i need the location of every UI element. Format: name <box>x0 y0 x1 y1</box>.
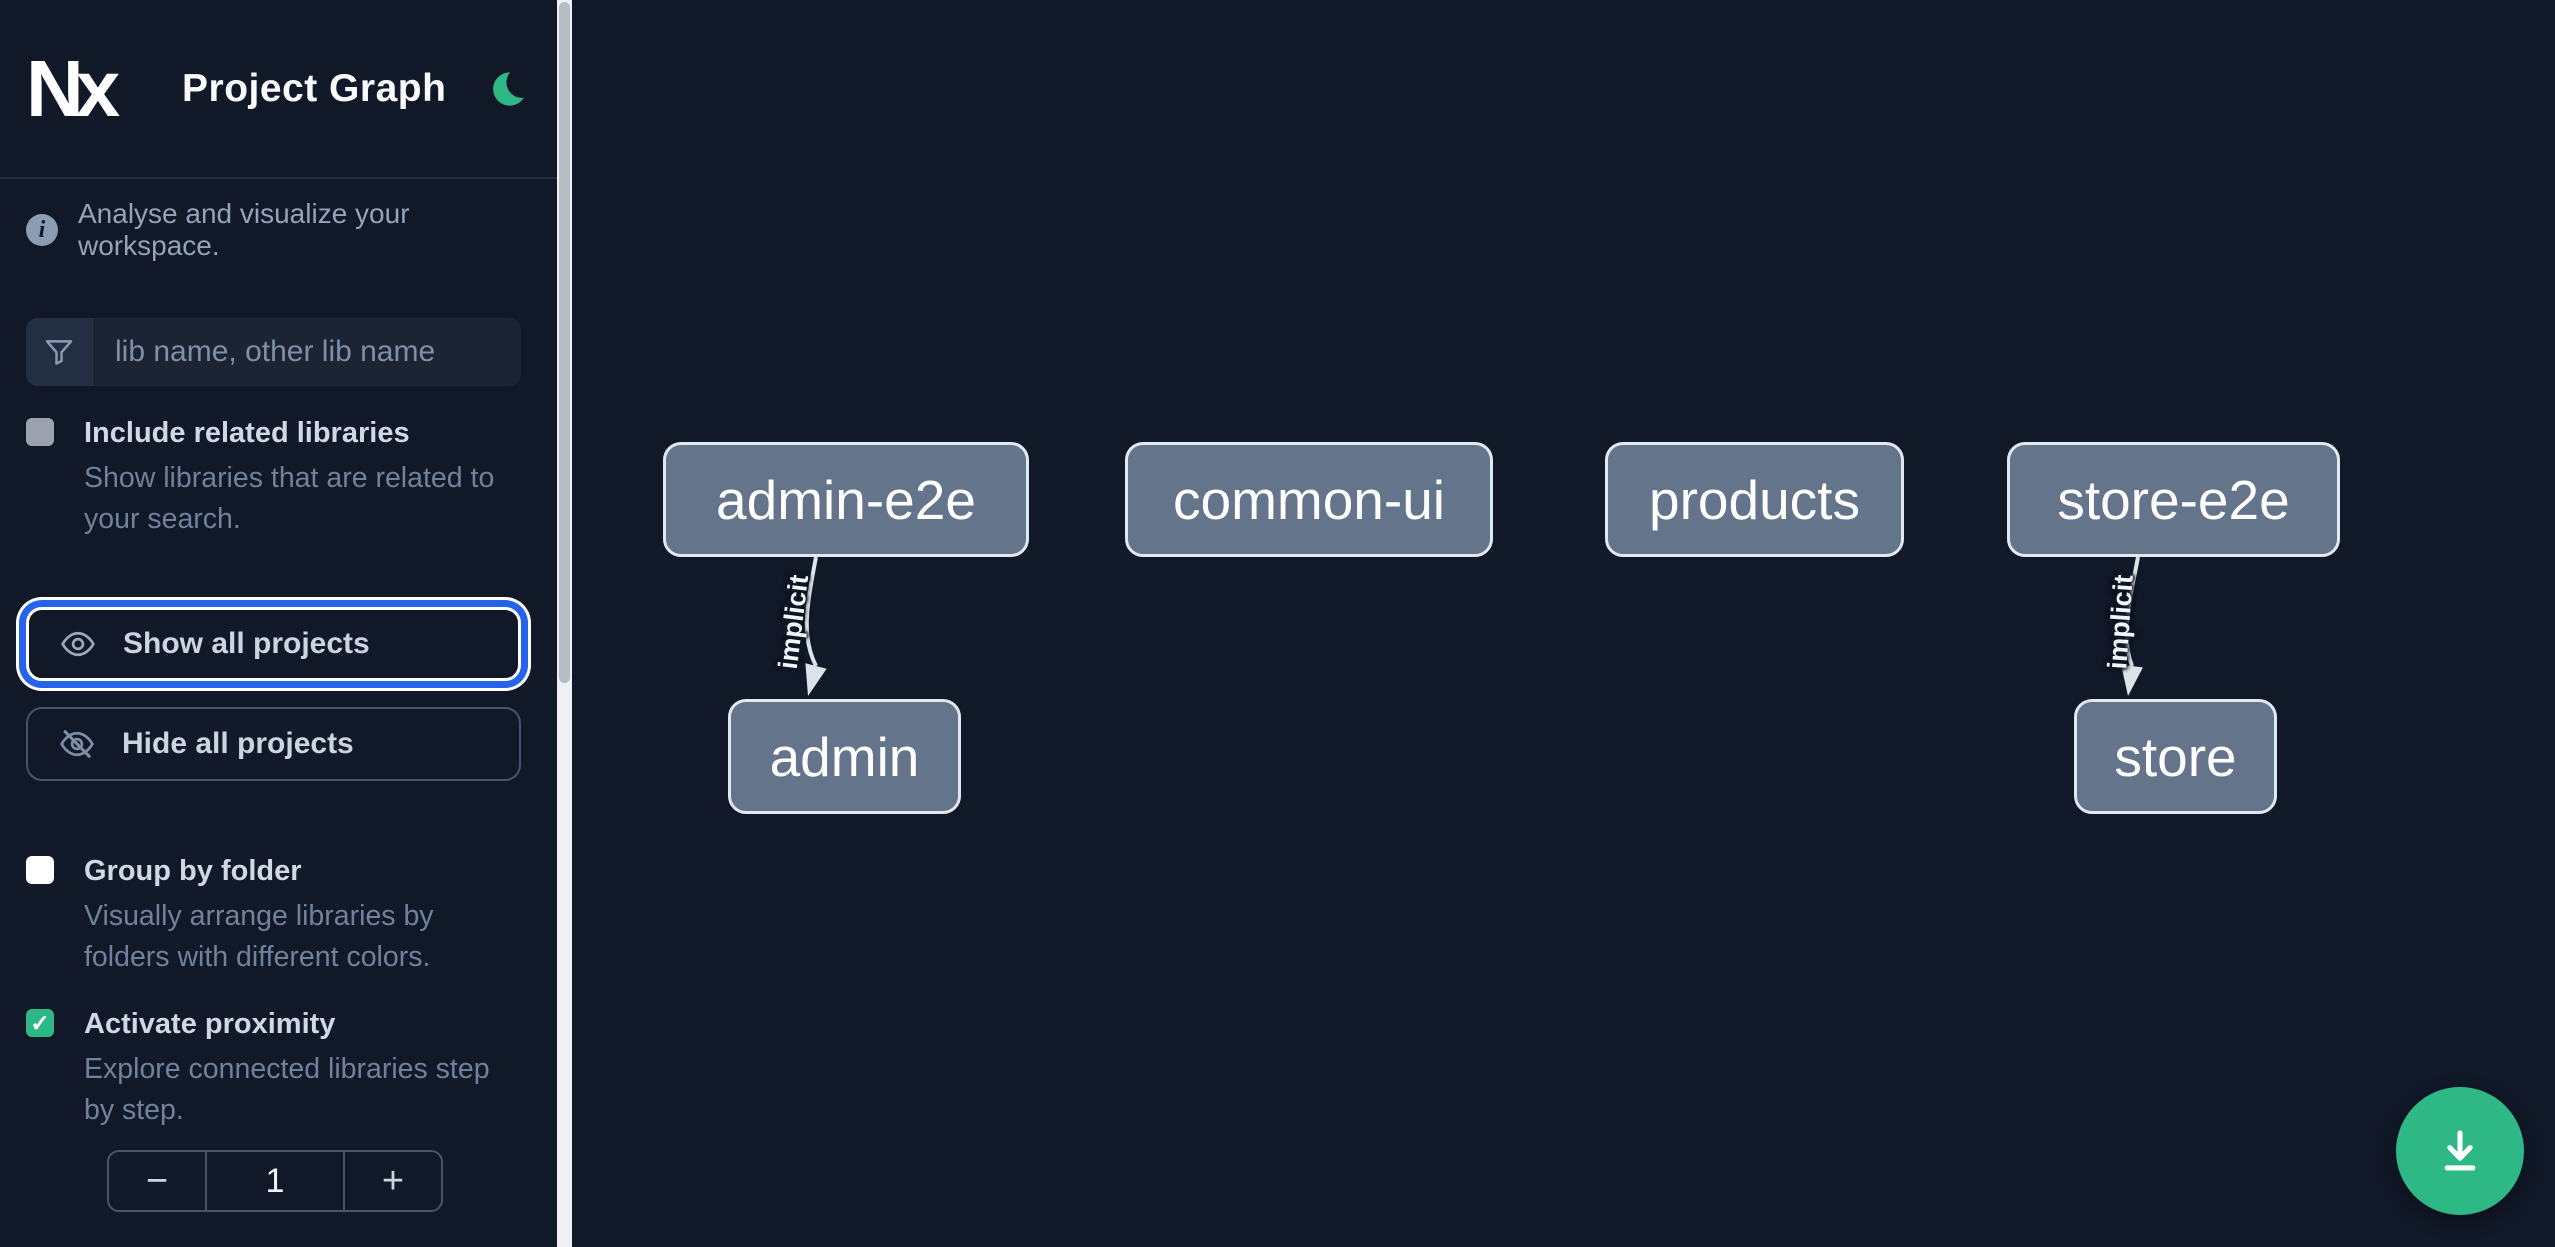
activate-proximity-description: Explore connected libraries step by step… <box>84 1053 490 1126</box>
proximity-depth-stepper: − 1 + <box>107 1150 443 1212</box>
edge-store-e2e-to-store[interactable] <box>2121 556 2143 696</box>
intro-text: Analyse and visualize your workspace. <box>78 198 410 261</box>
arrowhead-icon <box>2121 664 2143 696</box>
filter-icon <box>26 318 93 386</box>
info-icon: i <box>26 214 58 246</box>
moon-icon <box>493 66 538 106</box>
eye-off-icon <box>60 730 94 758</box>
graph-node-admin-e2e[interactable]: admin-e2e <box>663 442 1029 557</box>
show-all-projects-label: Show all projects <box>123 627 370 660</box>
include-related-checkbox[interactable] <box>26 418 54 446</box>
proximity-depth-value: 1 <box>205 1152 345 1210</box>
page-title: Project Graph <box>182 66 447 110</box>
checkmark-icon: ✓ <box>30 1009 50 1036</box>
show-all-projects-button[interactable]: Show all projects <box>26 607 521 681</box>
search-box <box>26 318 521 386</box>
group-by-folder-row: Group by folder Visually arrange librari… <box>26 853 526 978</box>
arrowhead-icon <box>805 663 827 696</box>
graph-node-common-ui[interactable]: common-ui <box>1125 442 1493 557</box>
hide-all-projects-button[interactable]: Hide all projects <box>26 707 521 781</box>
graph-canvas[interactable]: implicit implicit admin-e2e common-ui pr… <box>572 0 2555 1247</box>
graph-node-products[interactable]: products <box>1605 442 1904 557</box>
sidebar-header: Nx Project Graph <box>0 0 557 179</box>
activate-proximity-row: ✓ Activate proximity Explore connected l… <box>26 1006 526 1131</box>
activate-proximity-label: Activate proximity <box>84 1008 336 1040</box>
include-related-description: Show libraries that are related to your … <box>84 462 495 535</box>
search-input[interactable] <box>93 318 521 386</box>
edge-label-implicit-store: implicit <box>2102 573 2139 671</box>
sidebar-scrollbar-thumb[interactable] <box>559 2 570 683</box>
download-icon <box>2444 1130 2476 1171</box>
nx-logo-text: Nx <box>26 46 120 132</box>
proximity-increment-button[interactable]: + <box>345 1152 441 1210</box>
graph-node-store[interactable]: store <box>2074 699 2277 814</box>
sidebar-scrollbar[interactable] <box>557 0 572 1247</box>
intro-row: i Analyse and visualize your workspace. <box>26 198 526 262</box>
nx-logo-icon: Nx <box>26 46 126 132</box>
group-by-folder-checkbox[interactable] <box>26 856 54 884</box>
hide-all-projects-label: Hide all projects <box>122 727 354 760</box>
graph-node-store-e2e[interactable]: store-e2e <box>2007 442 2340 557</box>
sidebar: Nx Project Graph i Analyse and visualize… <box>0 0 557 1247</box>
graph-edges-layer <box>804 556 2143 696</box>
activate-proximity-checkbox[interactable]: ✓ <box>26 1009 54 1037</box>
group-by-folder-label: Group by folder <box>84 855 302 887</box>
proximity-decrement-button[interactable]: − <box>109 1152 205 1210</box>
include-related-libraries-row: Include related libraries Show libraries… <box>26 415 526 540</box>
theme-toggle-button[interactable] <box>492 66 538 109</box>
edge-admin-e2e-to-admin[interactable] <box>804 556 827 696</box>
download-image-button[interactable] <box>2396 1087 2524 1215</box>
group-by-folder-description: Visually arrange libraries by folders wi… <box>84 900 434 973</box>
graph-node-admin[interactable]: admin <box>728 699 961 814</box>
eye-icon <box>61 631 95 657</box>
include-related-label: Include related libraries <box>84 417 410 449</box>
